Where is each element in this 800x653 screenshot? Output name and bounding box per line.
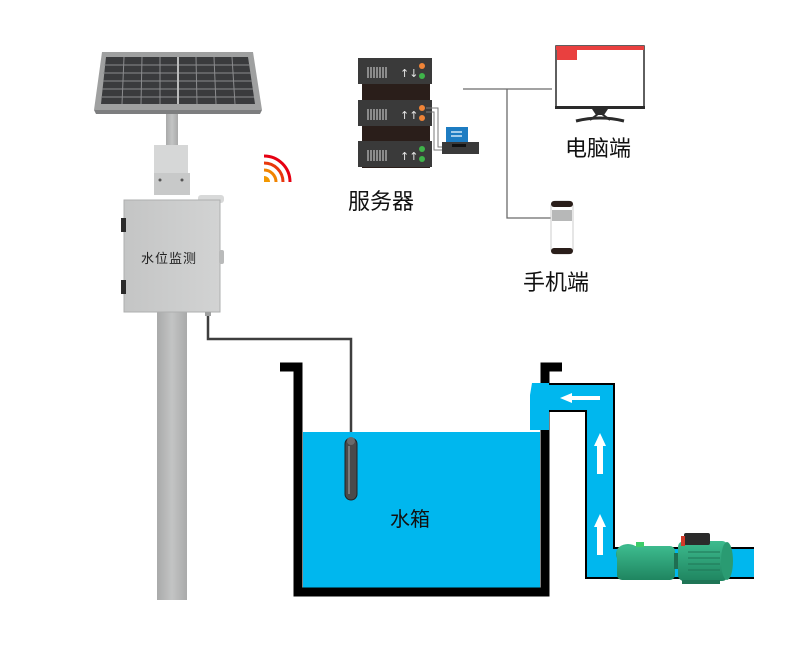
water-body (303, 432, 540, 588)
svg-text:↑↑: ↑↑ (400, 109, 418, 122)
water-tank (280, 362, 562, 597)
flow-arrow-up-icon (594, 433, 606, 474)
server-cable (426, 111, 446, 151)
level-sensor (344, 437, 358, 501)
monitor-box (121, 195, 224, 316)
svg-text:↑↑: ↑↑ (400, 150, 418, 163)
svg-text:↑↓: ↑↓ (400, 67, 418, 80)
flow-arrow-up-icon (594, 514, 606, 555)
solar-panel (94, 52, 262, 114)
wireless-signal-icon (263, 154, 292, 183)
sensor-cable (206, 316, 353, 440)
monitor-box-label: 水位监测 (141, 252, 198, 267)
server-rack: ↑↓ ↑↑ ↑↑ (358, 58, 432, 168)
server-label: 服务器 (348, 190, 415, 215)
server-unit: ↑↑ (358, 100, 432, 126)
server-unit: ↑↓ (358, 58, 432, 84)
server-unit: ↑↑ (358, 141, 432, 167)
tank-label: 水箱 (390, 507, 430, 531)
pc-label: 电脑端 (565, 137, 632, 162)
pump (616, 533, 733, 584)
flow-arrow-left-icon (560, 393, 600, 403)
network-switch (442, 127, 479, 154)
network-lines (463, 88, 552, 219)
pole (154, 114, 190, 600)
mobile-phone (550, 200, 574, 255)
pc-monitor (555, 45, 645, 123)
mobile-label: 手机端 (523, 271, 590, 296)
